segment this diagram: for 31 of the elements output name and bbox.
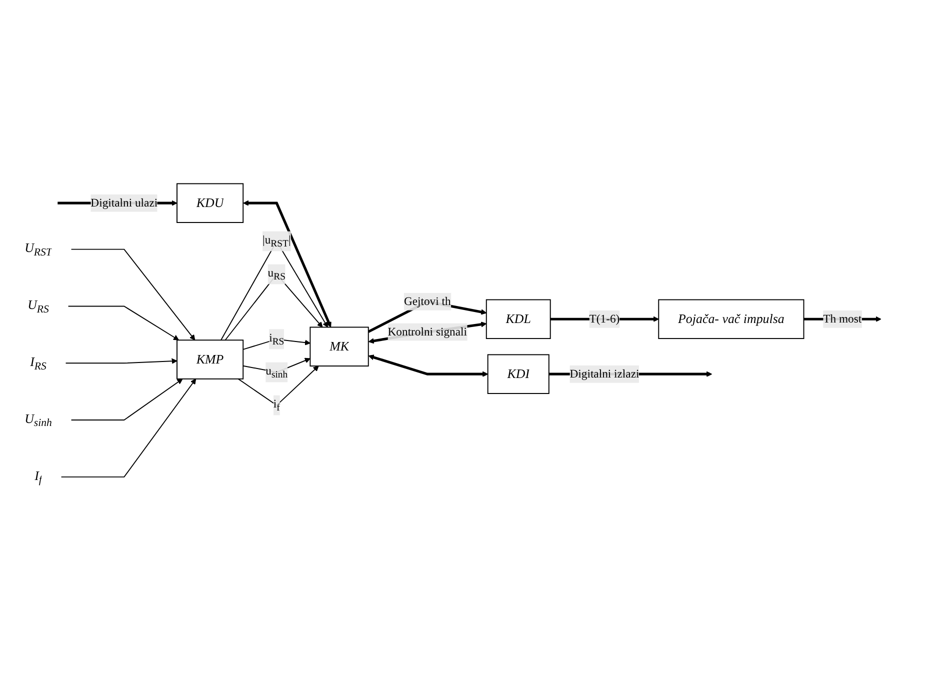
edge-label: i$_{f}$ [273, 397, 280, 414]
arrow [368, 354, 488, 377]
arrow [238, 366, 319, 406]
arrow [68, 306, 180, 340]
arrow [65, 358, 178, 364]
arrow [70, 378, 183, 421]
arrow [70, 248, 196, 340]
arrow [243, 200, 332, 328]
node-box: MK [310, 326, 369, 366]
edge-label: Th most [823, 312, 862, 326]
edge-label: u$_{sinh}$ [266, 364, 288, 380]
edge-label: Digitalni ulazi [90, 196, 158, 210]
arrow [60, 378, 196, 478]
edge-label: T(1-6) [589, 312, 620, 326]
node-text: U$_{RST}$ [24, 241, 52, 258]
edge-label: Gejtovi th [404, 294, 451, 308]
edge-label: i$_{RS}$ [269, 331, 284, 348]
arrow [242, 358, 310, 373]
edge-label: Digitalni izlazi [570, 367, 640, 380]
node-text: U$_{RS}$ [28, 298, 49, 315]
node-box: KDL [486, 299, 551, 340]
node-text: I$_{f}$ [34, 468, 42, 486]
node-box: KDU [176, 183, 244, 223]
node-box: KMP [176, 340, 244, 380]
node-box: KDI [487, 354, 550, 394]
edge-label: Kontrolni signali [388, 325, 467, 338]
node-text: U$_{sinh}$ [24, 412, 52, 429]
edge-label: u$_{RS}$ [268, 266, 286, 282]
node-box: Pojača- vač impulsa [658, 299, 804, 340]
edge-label: |u$_{RST}$| [262, 233, 291, 250]
node-text: I$_{RS}$ [30, 355, 46, 372]
